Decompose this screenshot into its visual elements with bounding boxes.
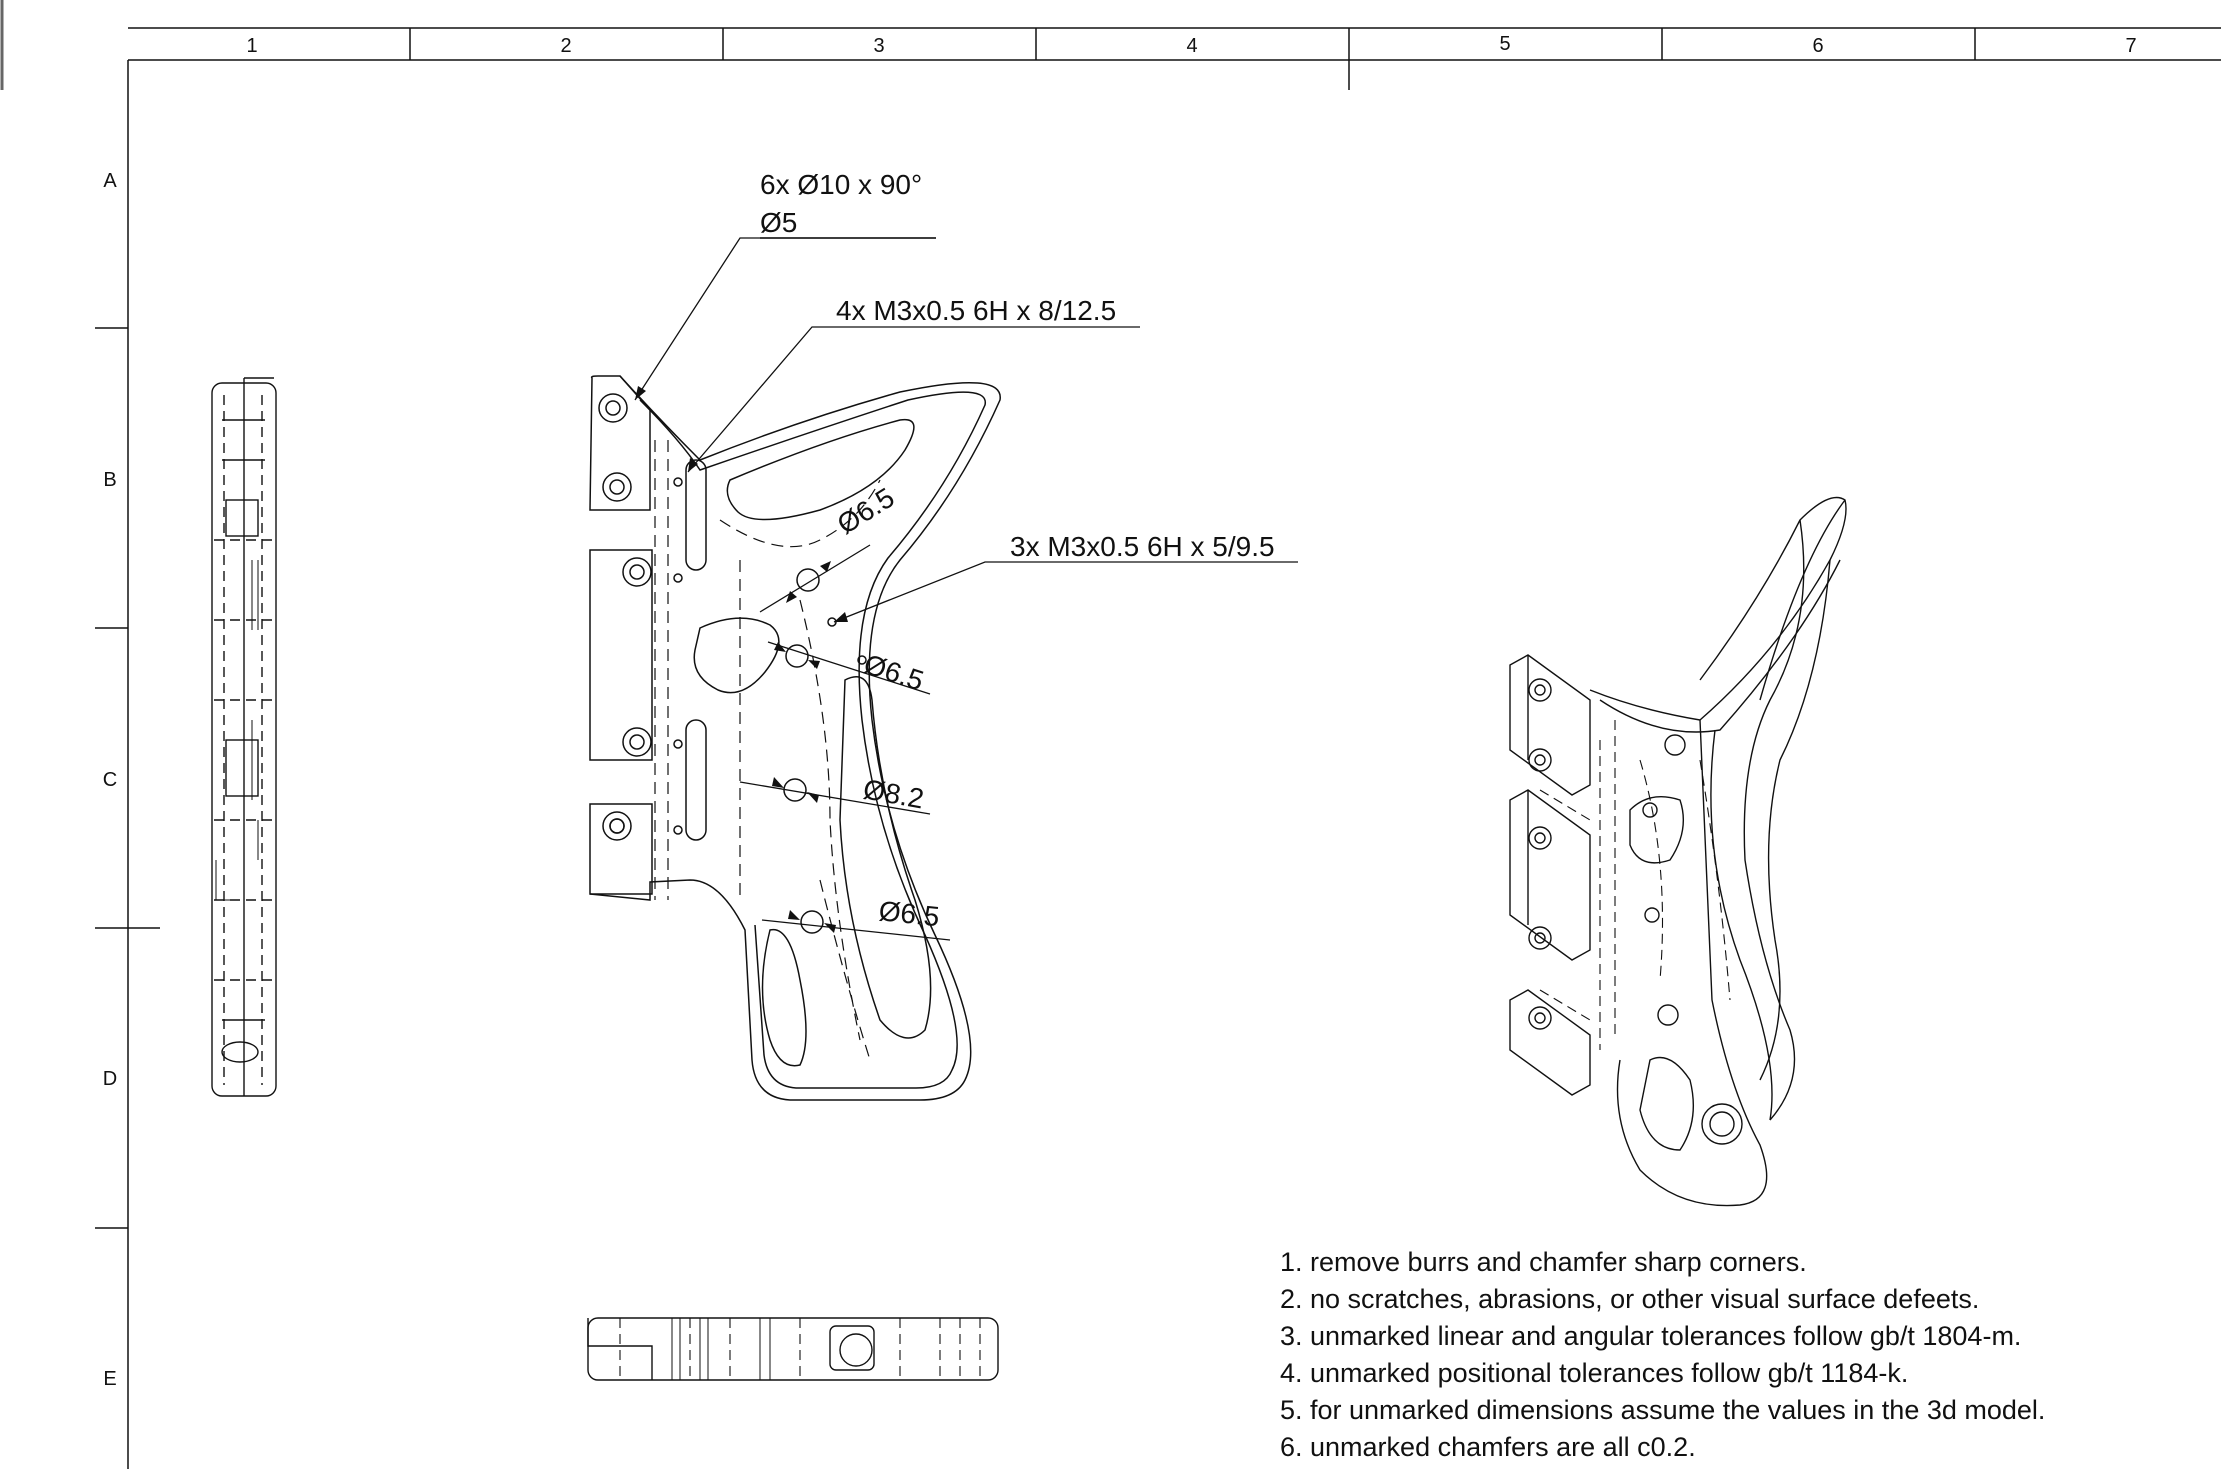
col-label-4: 4 [1186, 35, 1197, 57]
notes-block: 1. remove burrs and chamfer sharp corner… [1280, 1244, 2045, 1466]
side-view [211, 377, 277, 1097]
dimension-dia-3: Ø8.2 [861, 773, 926, 814]
note-item: 4. unmarked positional tolerances follow… [1280, 1358, 1909, 1388]
col-label-5: 5 [1499, 33, 1510, 55]
callout-countersink: 6x Ø10 x 90° [760, 169, 922, 200]
col-label-3: 3 [873, 35, 884, 57]
front-view [589, 237, 1298, 1101]
dimension-dia-1: Ø6.5 [832, 482, 900, 540]
column-labels: 1 2 3 4 5 6 7 [246, 33, 2136, 57]
isometric-view [1509, 496, 1847, 1207]
col-label-7: 7 [2125, 35, 2136, 57]
col-label-1: 1 [246, 35, 257, 57]
bottom-view [587, 1317, 999, 1381]
row-label-b: B [103, 469, 116, 491]
dimension-dia-4: Ø6.5 [877, 895, 941, 932]
callout-thread-3x: 3x M3x0.5 6H x 5/9.5 [1010, 531, 1275, 562]
row-label-d: D [103, 1068, 117, 1090]
row-labels: A B C D E [103, 170, 118, 1390]
callout-thread-4x: 4x M3x0.5 6H x 8/12.5 [836, 295, 1116, 326]
row-label-e: E [103, 1368, 116, 1390]
note-item: 6. unmarked chamfers are all c0.2. [1280, 1432, 1696, 1462]
col-label-2: 2 [560, 35, 571, 57]
note-item: 3. unmarked linear and angular tolerance… [1280, 1321, 2022, 1351]
drawing-frame [95, 27, 2221, 1469]
note-item: 1. remove burrs and chamfer sharp corner… [1280, 1247, 1807, 1277]
callout-texts: 6x Ø10 x 90° Ø5 4x M3x0.5 6H x 8/12.5 3x… [760, 169, 1275, 932]
note-item: 5. for unmarked dimensions assume the va… [1280, 1395, 2046, 1425]
row-label-a: A [103, 170, 117, 192]
col-label-6: 6 [1812, 35, 1823, 57]
row-label-c: C [103, 769, 117, 791]
note-item: 2. no scratches, abrasions, or other vis… [1280, 1284, 1980, 1314]
callout-through-hole: Ø5 [760, 207, 797, 238]
